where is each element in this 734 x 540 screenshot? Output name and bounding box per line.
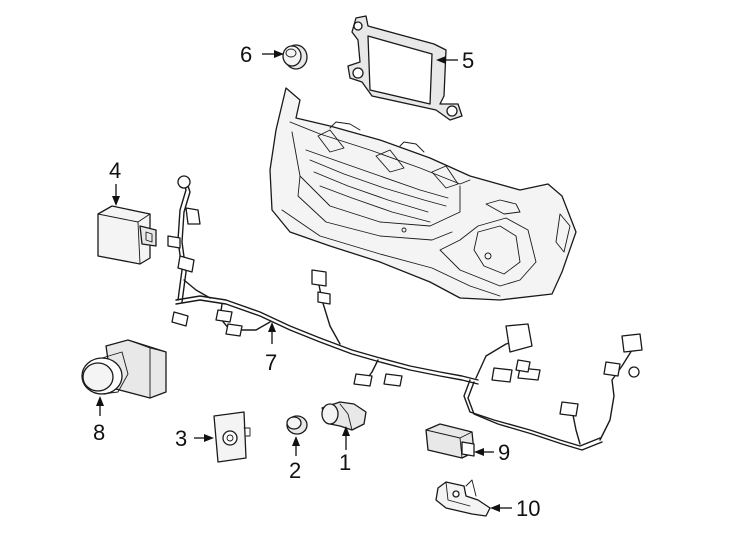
svg-text:4: 4 xyxy=(109,158,121,183)
part-9-module[interactable] xyxy=(425,423,475,459)
callout-6: 6 xyxy=(240,42,284,67)
part-7-wiring-harness[interactable] xyxy=(167,175,643,451)
callout-9: 9 xyxy=(474,440,510,465)
svg-text:5: 5 xyxy=(462,48,474,73)
part-6-grommet[interactable] xyxy=(282,44,308,70)
part-5-radar-module[interactable] xyxy=(347,15,463,121)
callout-8: 8 xyxy=(93,396,105,445)
svg-text:10: 10 xyxy=(516,496,540,521)
part-1-sensor[interactable] xyxy=(321,401,367,431)
svg-text:2: 2 xyxy=(289,458,301,483)
callout-10: 10 xyxy=(490,496,540,521)
front-bumper-fascia xyxy=(269,87,577,301)
svg-text:9: 9 xyxy=(498,440,510,465)
svg-text:6: 6 xyxy=(240,42,252,67)
callout-5: 5 xyxy=(436,48,474,73)
svg-text:7: 7 xyxy=(265,350,277,375)
part-4-control-module[interactable] xyxy=(97,205,157,265)
callout-4: 4 xyxy=(109,158,121,206)
svg-text:3: 3 xyxy=(175,426,187,451)
svg-text:8: 8 xyxy=(93,420,105,445)
svg-text:1: 1 xyxy=(339,450,351,475)
part-8-sensor-assembly[interactable] xyxy=(81,339,167,399)
callout-3: 3 xyxy=(175,426,214,451)
part-2-plug[interactable] xyxy=(286,415,308,435)
callout-7: 7 xyxy=(265,322,277,375)
callout-2: 2 xyxy=(289,436,301,483)
part-3-retainer[interactable] xyxy=(213,411,251,463)
callout-1: 1 xyxy=(339,426,351,475)
part-10-bracket[interactable] xyxy=(435,479,491,517)
